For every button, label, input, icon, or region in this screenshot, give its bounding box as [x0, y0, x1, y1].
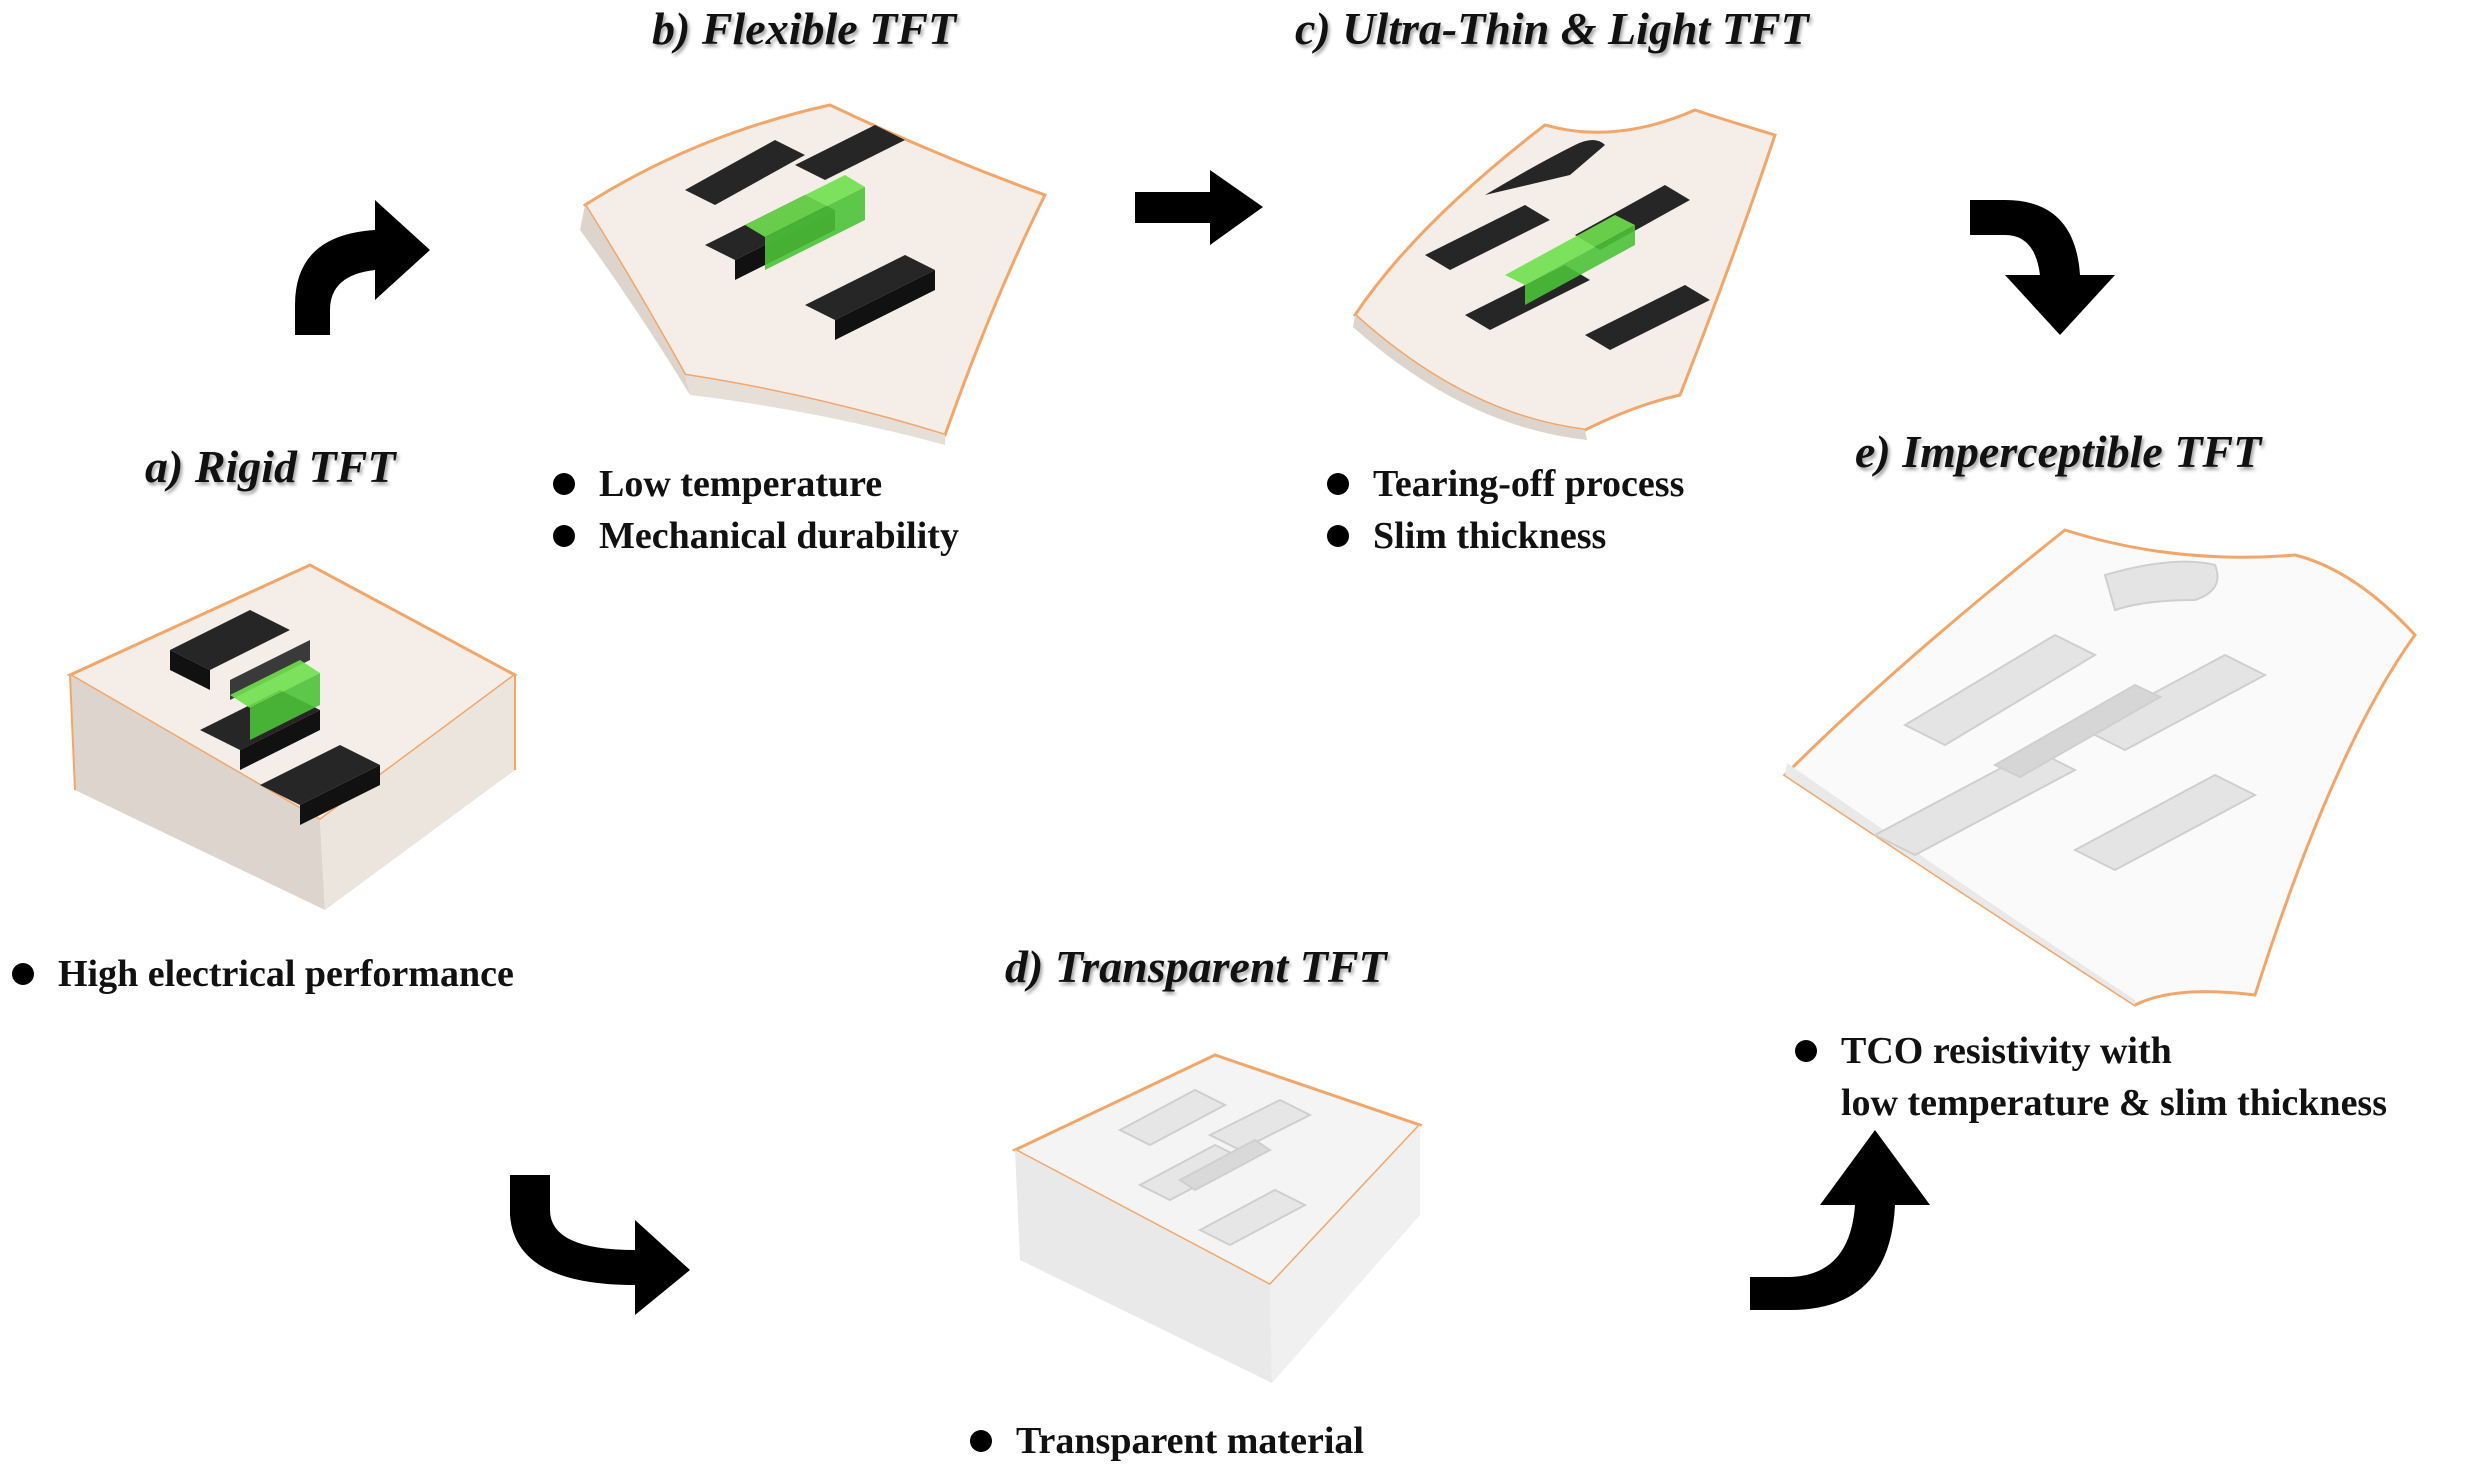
bullet-dot-icon [553, 525, 575, 547]
transparent-electrodes [1117, 1088, 1313, 1247]
green-channel [1505, 215, 1635, 305]
bullet-text: Transparent material [1016, 1420, 1364, 1462]
list-item: Slim thickness [1327, 510, 1684, 562]
stage-b-bullets: Low temperature Mechanical durability [553, 458, 959, 562]
straight-arrow-icon [1135, 170, 1263, 245]
bullet-text: Low temperature [599, 463, 883, 505]
bullet-dot-icon [1327, 525, 1349, 547]
bullet-text: High electrical performance [58, 953, 514, 995]
list-item-continuation: low temperature & slim thickness [1841, 1082, 2388, 1124]
ultra-thin-tft-device [1353, 108, 1777, 440]
stage-d-title: d) Transparent TFT [1005, 941, 1387, 992]
list-item: Low temperature [553, 458, 959, 510]
bullet-dot-icon [970, 1430, 992, 1452]
stage-a-title: a) Rigid TFT [145, 441, 396, 492]
curved-arrow-icon [510, 1175, 690, 1315]
electrode-pattern [170, 610, 380, 825]
bullet-dot-icon [1327, 473, 1349, 495]
curved-arrow-icon [1750, 1130, 1930, 1310]
list-item: TCO resistivity with [1795, 1025, 2387, 1077]
bullet-text: Mechanical durability [599, 515, 959, 557]
imperceptible-tft-device [1782, 528, 2417, 1007]
list-item: Mechanical durability [553, 510, 959, 562]
green-channel [230, 660, 320, 740]
transparent-tft-device [1011, 1053, 1423, 1383]
stage-b-title: b) Flexible TFT [652, 3, 957, 54]
list-item: Tearing-off process [1327, 458, 1684, 510]
stage-d-bullets: Transparent material [970, 1415, 1364, 1467]
bullet-text: Slim thickness [1373, 515, 1607, 557]
list-item: High electrical performance [12, 948, 514, 1000]
stage-e-bullets: TCO resistivity with low temperature & s… [1795, 1025, 2387, 1129]
flexible-tft-device [580, 103, 1048, 445]
bullet-dot-icon [553, 473, 575, 495]
list-item: Transparent material [970, 1415, 1364, 1467]
bullet-dot-icon [12, 963, 34, 985]
rigid-tft-device [66, 563, 518, 910]
transparent-electrodes [1872, 560, 2268, 872]
stage-c-bullets: Tearing-off process Slim thickness [1327, 458, 1684, 562]
curved-arrow-icon [295, 200, 430, 335]
bullet-text: TCO resistivity with [1841, 1030, 2172, 1072]
curved-arrow-icon [1970, 200, 2115, 335]
bullet-text: Tearing-off process [1373, 463, 1685, 505]
stage-a-bullets: High electrical performance [12, 948, 514, 1000]
stage-c-title: c) Ultra-Thin & Light TFT [1295, 3, 1809, 54]
stage-e-title: e) Imperceptible TFT [1855, 426, 2262, 477]
bullet-dot-icon [1795, 1040, 1817, 1062]
green-channel [745, 175, 865, 270]
